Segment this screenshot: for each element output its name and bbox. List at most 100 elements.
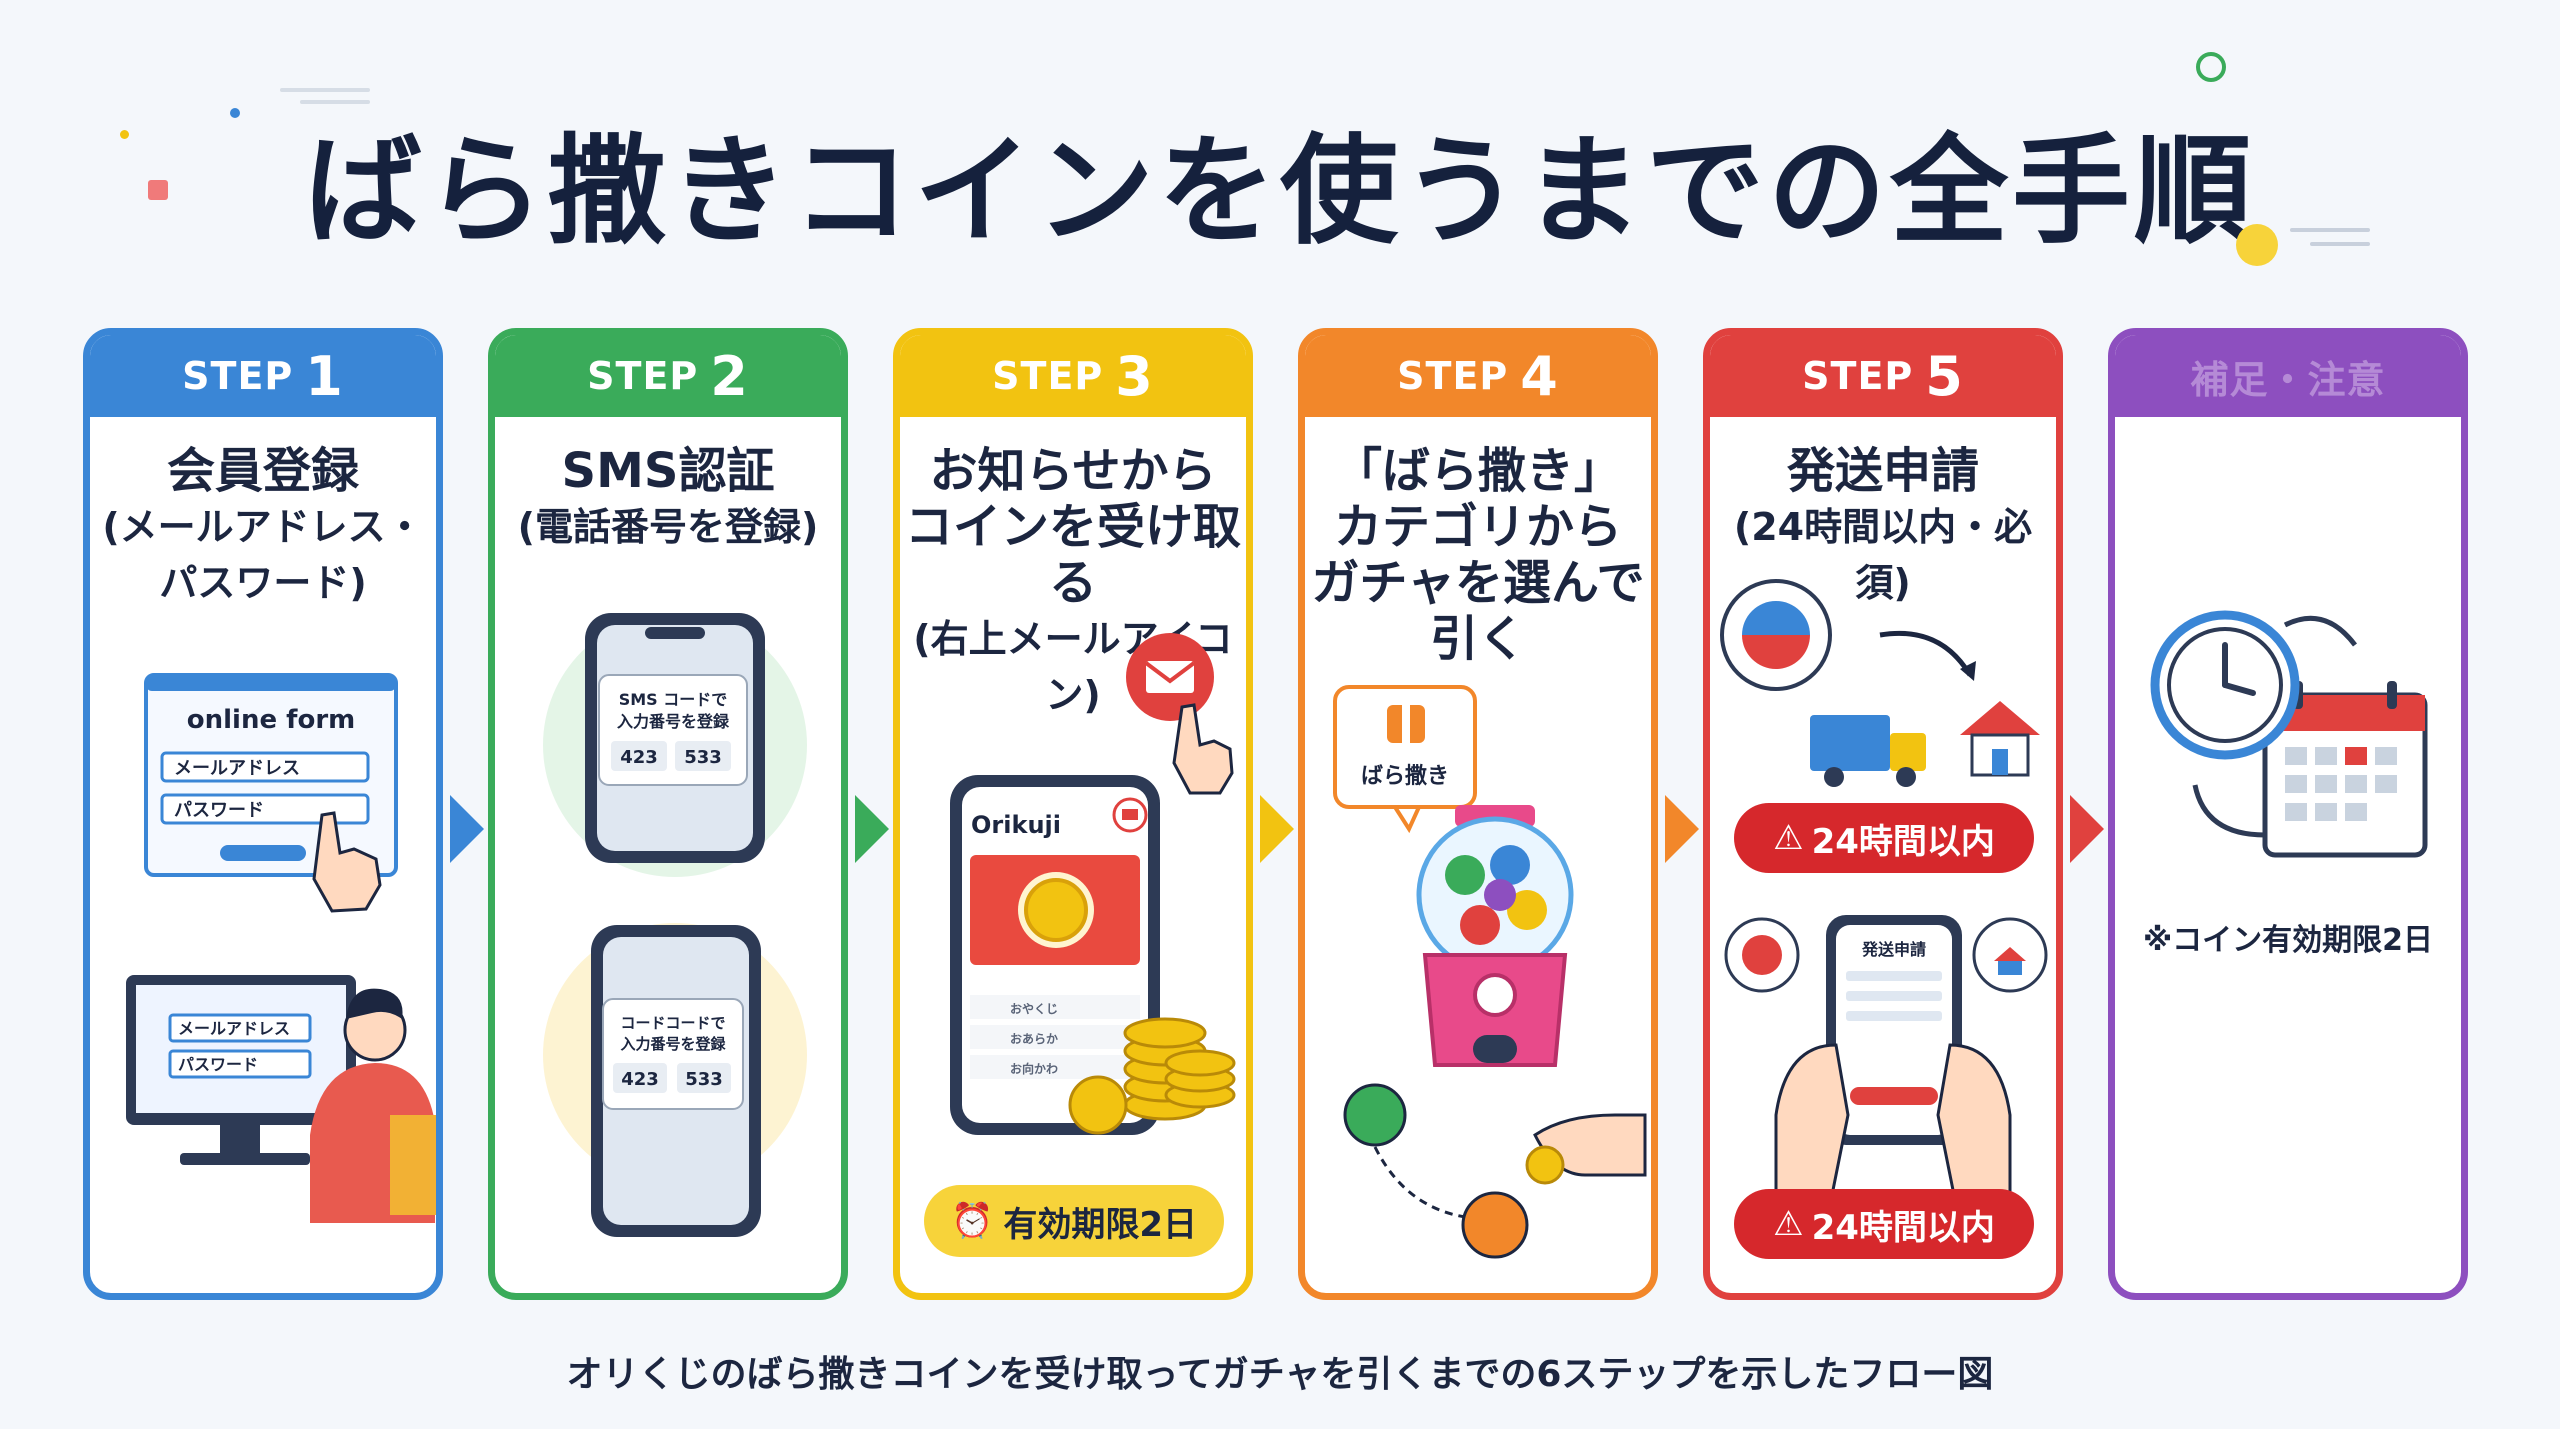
- coin-stack-icon: [1068, 1017, 1236, 1135]
- form-email-label: メールアドレス: [174, 758, 300, 779]
- decor-ring: [2196, 52, 2226, 82]
- step-3-number: 3: [1115, 344, 1154, 408]
- step-5-number: 5: [1925, 344, 1964, 408]
- clock-icon: [2150, 610, 2300, 760]
- step-5-illustration: 発送申請: [1720, 579, 2048, 1217]
- app-name: Orikuji: [971, 811, 1061, 839]
- flow-arrow-2: [855, 795, 889, 863]
- expiry-badge: ⏰ 有効期限2日: [924, 1185, 1224, 1257]
- phone-code-icon: コードコードで 入力番号を登録 423 533: [591, 925, 761, 1237]
- step-4-number: 4: [1520, 344, 1559, 408]
- sms-code-part1: 423: [620, 747, 658, 768]
- delivery-truck-icon: [1810, 715, 1926, 787]
- sms-code-part2: 533: [684, 747, 722, 768]
- form-password-label: パスワード: [174, 800, 264, 821]
- step-3-header: STEP 3: [900, 335, 1246, 417]
- step-1-card: STEP 1 会員登録 (メールアドレス・ パスワード) online form…: [83, 328, 443, 1300]
- sms-code-line1: SMS コードで: [619, 690, 728, 709]
- phone-shipping-title: 発送申請: [1861, 940, 1926, 959]
- decor-dash: [2310, 242, 2370, 246]
- app-list-item-2: おあらか: [1010, 1032, 1058, 1046]
- note-header: 補足・注意: [2115, 335, 2461, 417]
- note-card: 補足・注意 ※コイン有効期限2日: [2108, 328, 2468, 1300]
- capsule-icon: [1343, 1083, 1407, 1147]
- step-3-prefix: STEP: [992, 354, 1104, 398]
- decor-dot: [120, 130, 129, 139]
- step-1-subtitle-line2: パスワード): [159, 561, 367, 605]
- code-line2: 入力番号を登録: [620, 1035, 726, 1053]
- step-4-title-line4: 引く: [1429, 611, 1526, 667]
- step-3-title-line1: お知らせから: [929, 443, 1217, 499]
- step-2-prefix: STEP: [587, 354, 699, 398]
- step-2-title: SMS認証: [561, 443, 775, 499]
- phone-sms-icon: SMS コードで 入力番号を登録 423 533: [585, 613, 765, 863]
- step-4-card: STEP 4 「ばら撒き」 カテゴリから ガチャを選んで 引く ばら撒き: [1298, 328, 1658, 1300]
- capsule-icon: [1461, 1191, 1529, 1259]
- pc-email-label: メールアドレス: [178, 1019, 290, 1038]
- step-1-subtitle-line1: (メールアドレス・: [102, 505, 424, 549]
- step-5-subtitle: (24時間以内・必須): [1733, 505, 2033, 605]
- step-2-illustration: SMS コードで 入力番号を登録 423 533 コードコードで 入力番号を登録…: [543, 613, 807, 1237]
- sms-code-line2: 入力番号を登録: [617, 712, 730, 731]
- calendar-icon: [2262, 681, 2428, 858]
- deadline-badge-bottom: ⚠ 24時間以内: [1734, 1189, 2034, 1259]
- code-part2: 533: [685, 1069, 723, 1090]
- step-3-illustration: Orikuji おやくじ おあらか お向かわ: [950, 633, 1236, 1135]
- step-1-header: STEP 1: [90, 335, 436, 417]
- step-5-title: 発送申請: [1786, 443, 1979, 499]
- decor-sun: [2236, 224, 2278, 266]
- step-5-card: STEP 5 発送申請 (24時間以内・必須) 発送申請: [1703, 328, 2063, 1300]
- decor-dot: [230, 108, 240, 118]
- mail-icon: [1126, 633, 1214, 721]
- person-at-computer-icon: [310, 988, 436, 1223]
- hand-coin-icon: [1525, 1113, 1647, 1185]
- decor-square: [148, 180, 168, 200]
- pc-email-field: [168, 1013, 312, 1043]
- step-2-card: STEP 2 SMS認証 (電話番号を登録) SMS コードで 入力番号を登録 …: [488, 328, 848, 1300]
- step-1-title: 会員登録: [166, 443, 359, 499]
- step-2-number: 2: [710, 344, 749, 408]
- note-text: ※コイン有効期限2日: [2142, 923, 2434, 958]
- form-email-field: [160, 751, 370, 783]
- flow-arrow-1: [450, 795, 484, 863]
- gacha-machine-icon: [1416, 805, 1574, 1067]
- deadline-badge-top: ⚠ 24時間以内: [1734, 803, 2034, 873]
- decor-dash: [300, 100, 370, 104]
- house-icon: [1960, 701, 2040, 777]
- hands-holding-phone-icon: [1774, 1043, 2012, 1217]
- note-illustration: [2150, 610, 2428, 858]
- decor-dash: [2290, 228, 2370, 232]
- category-label: ばら撒き: [1361, 764, 1449, 789]
- step-4-title-line2: カテゴリから: [1333, 499, 1622, 555]
- phone-app-icon: Orikuji おやくじ おあらか お向かわ: [950, 775, 1160, 1135]
- step-1-number: 1: [305, 344, 344, 408]
- note-header-label: 補足・注意: [2190, 357, 2386, 402]
- step-4-header: STEP 4: [1305, 335, 1651, 417]
- code-line1: コードコードで: [620, 1014, 725, 1032]
- code-part1: 423: [621, 1069, 659, 1090]
- pc-password-label: パスワード: [178, 1055, 258, 1074]
- app-list-item-3: お向かわ: [1010, 1061, 1058, 1076]
- form-submit-button: [220, 845, 306, 861]
- phone-shipping-icon: 発送申請: [1826, 915, 1962, 1145]
- warning-icon: ⚠: [1773, 1204, 1804, 1244]
- hand-tap-icon: [1172, 703, 1234, 795]
- step-4-title-line1: 「ばら撒き」: [1333, 443, 1622, 499]
- step-4-title-line3: ガチャを選んで: [1311, 555, 1645, 611]
- step-4-prefix: STEP: [1397, 354, 1509, 398]
- step-3-card: STEP 3 お知らせから コインを受け取る (右上メールアイコン) Oriku…: [893, 328, 1253, 1300]
- app-list-item-1: おやくじ: [1010, 1002, 1058, 1016]
- step-5-prefix: STEP: [1802, 354, 1914, 398]
- deadline-label-bottom: 24時間以内: [1811, 1207, 1995, 1248]
- step-1-illustration: online form メールアドレス パスワード メールアドレス パスワード: [126, 673, 436, 1223]
- step-3-title-line2: コインを受け取る: [904, 499, 1241, 611]
- hand-pointer-icon: [312, 811, 382, 913]
- category-bubble: ばら撒き: [1333, 685, 1477, 834]
- warning-icon: ⚠: [1773, 818, 1804, 858]
- step-5-header: STEP 5: [1710, 335, 2056, 417]
- step-1-prefix: STEP: [182, 354, 294, 398]
- pc-password-field: [168, 1049, 312, 1079]
- flow-arrow-3: [1260, 795, 1294, 863]
- expiry-badge-label: 有効期限2日: [1003, 1204, 1197, 1245]
- step-2-header: STEP 2: [495, 335, 841, 417]
